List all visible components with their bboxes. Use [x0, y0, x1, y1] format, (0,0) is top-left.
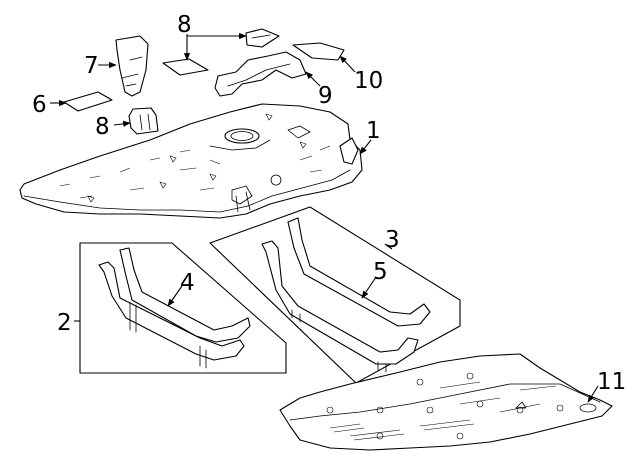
part-7-protector: [115, 35, 149, 97]
callout-8-upper: 8: [177, 12, 192, 38]
callout-9: 9: [318, 83, 333, 109]
part-8-lower-bracket: [128, 107, 159, 135]
callout-8-lower: 8: [95, 114, 110, 140]
group-2-box: [79, 242, 287, 374]
callout-7: 7: [84, 53, 99, 79]
callout-1: 1: [366, 118, 381, 144]
part-8-upper-pad: [162, 28, 280, 76]
leader-lines: [50, 32, 599, 403]
callout-10: 10: [354, 68, 383, 94]
callout-5: 5: [373, 259, 388, 285]
group-3-box: [208, 206, 461, 384]
callout-3: 3: [385, 227, 400, 253]
callout-11: 11: [597, 369, 626, 395]
part-11-under-cover: [279, 353, 613, 451]
callout-labels: 8 7 6 8 9 10 1 2 3 4 5 11: [32, 12, 626, 395]
part-4-strap-set: [98, 247, 251, 369]
callout-4: 4: [180, 270, 195, 296]
part-9-protector: [214, 51, 307, 97]
part-6-pad: [63, 91, 113, 112]
callout-2: 2: [57, 310, 72, 336]
callout-6: 6: [32, 92, 47, 118]
part-5-strap-set: [261, 217, 431, 373]
part-1-fuel-tank: [19, 103, 363, 219]
part-10-pad: [292, 42, 345, 61]
